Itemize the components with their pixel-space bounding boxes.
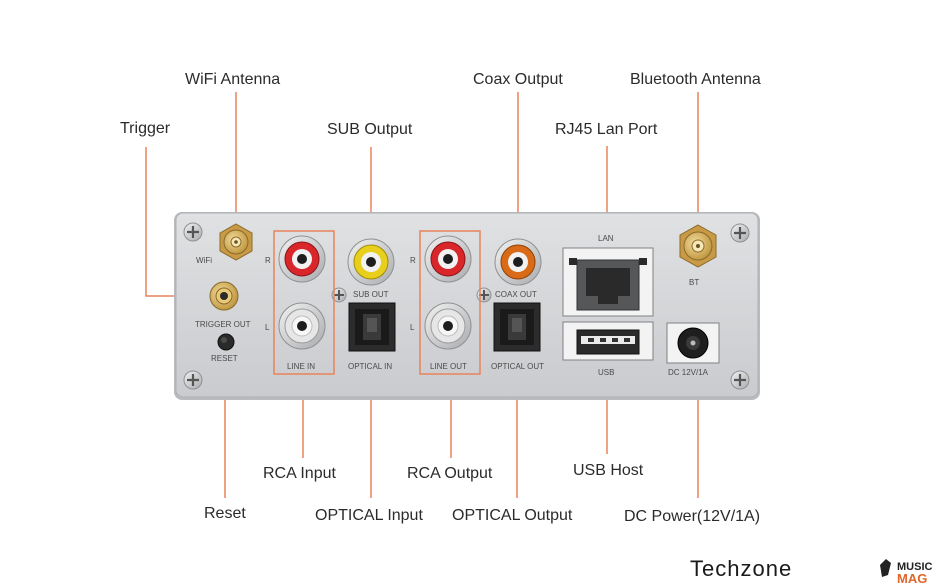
rca-output-right-jack: [424, 235, 472, 283]
callout-labels: WiFi Antenna Coax Output Bluetooth Anten…: [120, 71, 761, 525]
musicmag-watermark: MUSIC MAG: [880, 559, 933, 586]
rca-out-l-label: L: [410, 323, 415, 332]
optical-out-label: OPTICAL OUT: [491, 362, 544, 371]
callout-wifi-antenna: WiFi Antenna: [185, 71, 280, 88]
reset-label: RESET: [211, 354, 238, 363]
screw-icon: [730, 223, 750, 243]
rca-output-left-jack: [424, 302, 472, 350]
lan-label: LAN: [598, 234, 614, 243]
dc-label: DC 12V/1A: [668, 368, 709, 377]
usb-host-port: [562, 321, 654, 361]
line-in-label: LINE IN: [287, 362, 315, 371]
bt-label: BT: [689, 278, 699, 287]
callout-optical-input: OPTICAL Input: [315, 507, 423, 524]
dc-power-jack: [666, 322, 720, 364]
rca-input-highlight: [273, 230, 335, 375]
screw-icon: [183, 370, 203, 390]
line-out-label: LINE OUT: [430, 362, 467, 371]
rca-in-l-label: L: [265, 323, 270, 332]
coax-out-label: COAX OUT: [495, 290, 537, 299]
coax-out-jack: [494, 238, 542, 286]
rca-out-r-label: R: [410, 256, 416, 265]
wifi-antenna-connector: [219, 223, 253, 261]
rj45-lan-port: [562, 247, 654, 317]
wifi-label: WiFi: [196, 256, 212, 265]
callout-rca-output: RCA Output: [407, 465, 493, 482]
screw-icon: [476, 287, 492, 303]
trigger-out-jack: [209, 281, 239, 311]
trigger-out-label: TRIGGER OUT: [195, 320, 251, 329]
optical-out-port: [493, 302, 541, 352]
callout-coax-output: Coax Output: [473, 71, 563, 88]
techzone-logo: Techzone: [690, 556, 792, 581]
callout-sub-output: SUB Output: [327, 121, 413, 138]
sub-out-label: SUB OUT: [353, 290, 389, 299]
callout-rca-input: RCA Input: [263, 465, 336, 482]
callout-usb-host: USB Host: [573, 462, 644, 479]
back-panel: WiFi TRIGGER OUT RESET R L: [174, 212, 760, 400]
callout-trigger: Trigger: [120, 120, 171, 137]
rca-input-right-jack: [278, 235, 326, 283]
screw-icon: [183, 222, 203, 242]
rca-input-left-jack: [278, 302, 326, 350]
callout-dc-power: DC Power(12V/1A): [624, 508, 760, 525]
bluetooth-antenna-connector: [679, 224, 717, 268]
watermark-top: MUSIC: [897, 561, 933, 573]
rca-in-r-label: R: [265, 256, 271, 265]
callout-bluetooth-antenna: Bluetooth Antenna: [630, 71, 761, 88]
usb-label: USB: [598, 368, 614, 377]
watermark-bottom: MAG: [897, 571, 927, 586]
callout-optical-output: OPTICAL Output: [452, 507, 573, 524]
optical-in-label: OPTICAL IN: [348, 362, 392, 371]
screw-icon: [730, 370, 750, 390]
screw-icon: [331, 287, 347, 303]
rca-output-highlight: [419, 230, 481, 375]
optical-in-port: [348, 302, 396, 352]
callout-rj45-lan-port: RJ45 Lan Port: [555, 121, 658, 138]
sub-out-jack: [347, 238, 395, 286]
reset-button[interactable]: [217, 333, 235, 351]
guitarist-icon: [880, 559, 891, 577]
callout-reset: Reset: [204, 505, 246, 522]
